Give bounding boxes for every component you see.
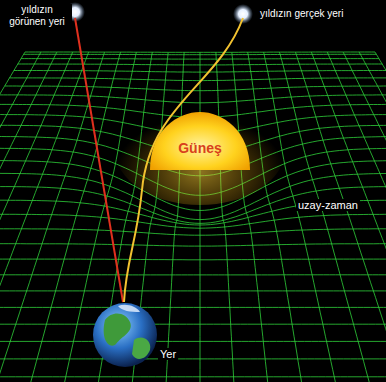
grid-line: [0, 214, 386, 228]
grid-line: [0, 52, 73, 382]
grid-line: [248, 52, 304, 382]
grid-line: [343, 52, 386, 382]
grid-line: [0, 290, 386, 291]
spacetime-label: uzay-zaman: [296, 199, 360, 211]
grid-line: [280, 52, 373, 382]
earth-globe: [93, 303, 157, 367]
grid-line: [24, 54, 377, 55]
grid-line: [0, 229, 386, 235]
apparent-star-label: yıldızın görünen yeri: [2, 4, 72, 28]
grid-line: [0, 259, 386, 261]
grid-line: [0, 358, 386, 359]
grid-line: [10, 78, 386, 81]
grid-line: [0, 52, 25, 382]
grid-line: [21, 58, 379, 60]
grid-line: [296, 52, 386, 382]
grid-line: [327, 52, 386, 382]
grid-line: [14, 71, 386, 73]
sun-dome: Güneş: [148, 110, 252, 172]
grid-line: [375, 52, 386, 382]
real-star: [233, 4, 253, 24]
grid-line: [0, 307, 386, 308]
grid-line: [0, 324, 386, 325]
grid-line: [0, 376, 386, 377]
grid-line: [0, 52, 57, 382]
grid-line: [0, 274, 386, 275]
grid-line: [0, 341, 386, 342]
spacetime-grid: [0, 52, 386, 382]
real-star-label: yıldızın gerçek yeri: [258, 8, 345, 20]
grid-line: [359, 52, 386, 382]
grid-line: [25, 52, 375, 53]
grid-line: [18, 64, 382, 66]
grid-line: [0, 244, 386, 246]
sun-glow: [115, 95, 285, 205]
apparent-ray: [75, 18, 123, 302]
sun-label: Güneş: [178, 140, 222, 156]
earth-label: Yer: [158, 348, 178, 360]
grid-line: [0, 52, 41, 382]
